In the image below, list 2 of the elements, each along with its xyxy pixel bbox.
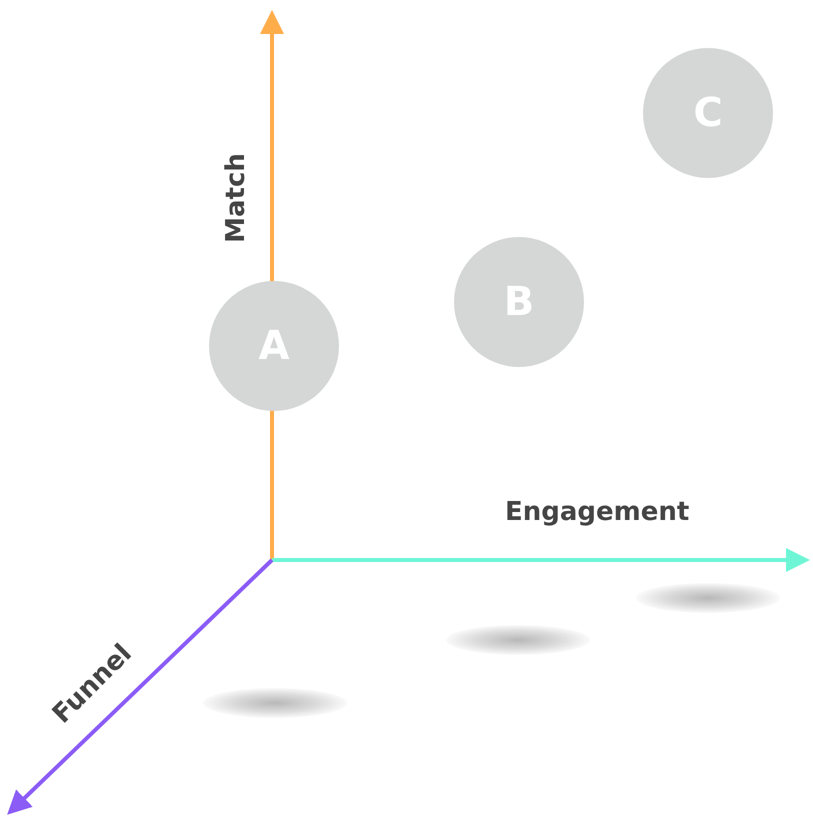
axis-label: Match xyxy=(220,153,251,243)
axis-label: Engagement xyxy=(505,497,690,527)
